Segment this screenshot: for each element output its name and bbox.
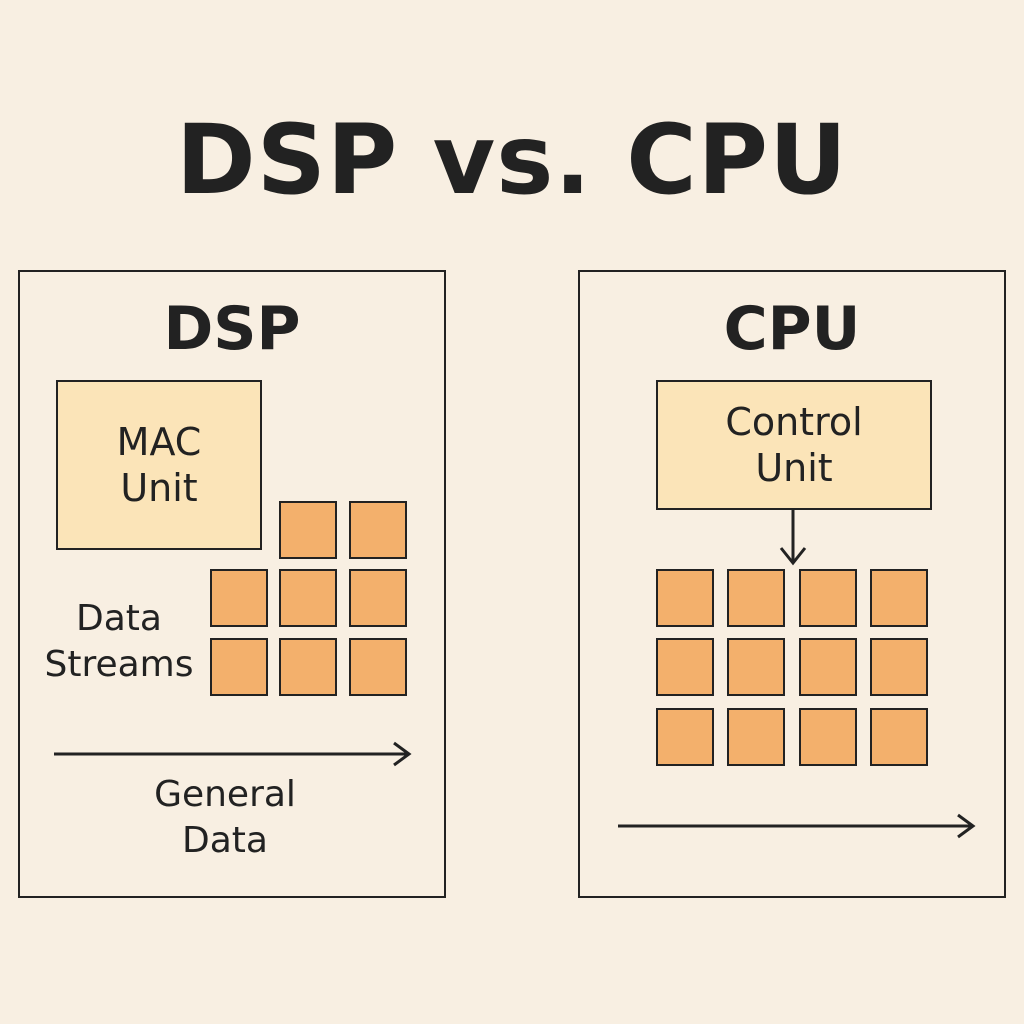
cpu-processing-cell: [656, 569, 714, 627]
control-unit-label-line-2: Unit: [755, 446, 833, 490]
mac-unit-label-line-2: Unit: [120, 466, 198, 510]
cpu-processing-cell: [727, 569, 785, 627]
data-streams-label: Data Streams: [34, 596, 204, 688]
cpu-processing-cell: [799, 708, 857, 766]
dsp-processing-cell: [279, 501, 337, 559]
dsp-panel-title: DSP: [163, 294, 301, 364]
cpu-processing-cell: [656, 708, 714, 766]
cpu-processing-cell: [870, 638, 928, 696]
dsp-processing-cell: [349, 501, 407, 559]
control-unit-label-line-1: Control: [725, 400, 863, 444]
dsp-processing-cell: [279, 569, 337, 627]
general-data-label: General Data: [130, 772, 320, 864]
cpu-panel-title: CPU: [723, 294, 861, 364]
cpu-processing-cell: [870, 708, 928, 766]
cpu-processing-cell: [799, 638, 857, 696]
mac-unit-box: MAC Unit: [56, 380, 262, 550]
dsp-processing-cell: [349, 569, 407, 627]
cpu-processing-cell: [870, 569, 928, 627]
cpu-processing-cell: [727, 638, 785, 696]
cpu-processing-cell: [799, 569, 857, 627]
data-streams-label-line-1: Data: [76, 598, 162, 639]
cpu-processing-cell: [656, 638, 714, 696]
arrow-right-icon: [618, 813, 976, 839]
page-title: DSP vs. CPU: [176, 104, 848, 216]
arrow-down-icon: [779, 508, 807, 566]
control-unit-box: Control Unit: [656, 380, 932, 510]
dsp-processing-cell: [279, 638, 337, 696]
dsp-panel: DSP MAC Unit Data Streams General Data: [18, 270, 446, 898]
cpu-processing-cell: [727, 708, 785, 766]
general-data-label-line-2: Data: [182, 820, 268, 861]
dsp-processing-cell: [349, 638, 407, 696]
mac-unit-label-line-1: MAC: [116, 420, 202, 464]
general-data-label-line-1: General: [154, 774, 296, 815]
dsp-processing-cell: [210, 638, 268, 696]
dsp-processing-cell: [210, 569, 268, 627]
cpu-panel: CPU Control Unit: [578, 270, 1006, 898]
arrow-right-icon: [54, 741, 412, 767]
data-streams-label-line-2: Streams: [44, 644, 194, 685]
